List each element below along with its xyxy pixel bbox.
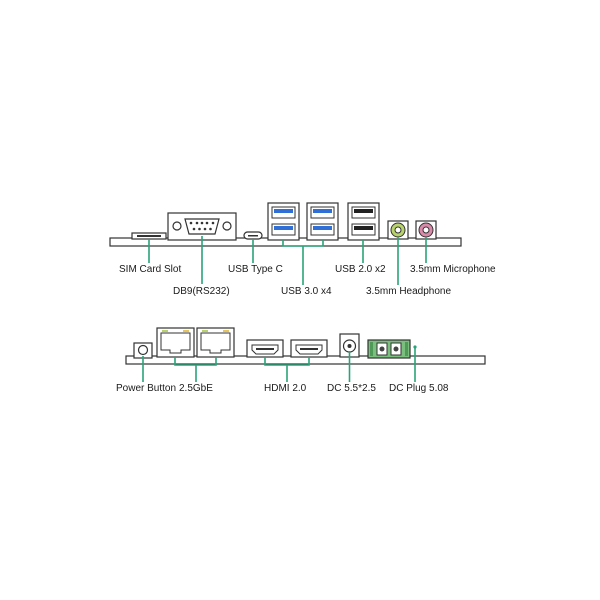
top-panel <box>109 202 462 285</box>
label-db9: DB9(RS232) <box>173 286 230 297</box>
top-leader-lines <box>148 236 427 285</box>
microphone-jack <box>415 220 437 240</box>
headphone-jack <box>387 220 409 240</box>
label-usb-type-c: USB Type C <box>228 264 283 275</box>
usb-type-c-port <box>243 231 263 240</box>
bottom-panel <box>125 327 486 382</box>
label-headphone: 3.5mm Headphone <box>366 286 452 297</box>
label-hdmi: HDMI 2.0 <box>264 383 307 394</box>
label-power-button: Power Button <box>116 383 177 394</box>
usb-3-0-ports <box>267 202 339 241</box>
db9-port <box>167 212 237 241</box>
dc-plug-terminal <box>367 339 411 359</box>
usb-2-0-ports <box>347 202 380 241</box>
lan-ports <box>156 327 235 358</box>
label-usb-3-0: USB 3.0 x4 <box>281 286 332 297</box>
bottom-leader-lines <box>142 345 417 382</box>
label-usb-2-0: USB 2.0 x2 <box>335 264 386 275</box>
label-dc-plug: DC Plug 5.08 <box>389 383 449 394</box>
sim-card-slot-port <box>131 232 167 240</box>
hdmi-ports <box>246 339 328 358</box>
label-dc-jack: DC 5.5*2.5 <box>327 383 376 394</box>
power-button-port <box>133 342 153 359</box>
label-microphone: 3.5mm Microphone <box>410 264 496 275</box>
label-sim-card-slot: SIM Card Slot <box>119 264 182 275</box>
label-lan: 2.5GbE <box>179 383 213 394</box>
